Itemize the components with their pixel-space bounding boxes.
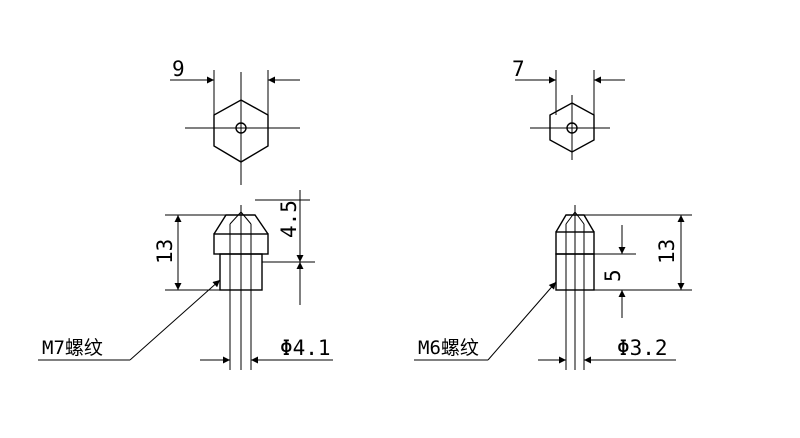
left-nozzle-top-view: 9 <box>170 57 300 185</box>
right-hex-width-label: 7 <box>512 57 525 81</box>
left-hex-width-label: 9 <box>172 57 185 81</box>
left-tip-label: 4.5 <box>277 200 301 238</box>
right-nozzle-side-view: 5 13 Φ3.2 M6螺纹 <box>414 205 692 370</box>
left-diameter-label: Φ4.1 <box>280 336 331 360</box>
right-nozzle-top-view: 7 <box>512 57 625 160</box>
right-tip-label: 5 <box>601 269 625 282</box>
right-thread-label: M6螺纹 <box>418 337 479 359</box>
left-nozzle-side-view: 13 4.5 Φ4.1 M7螺纹 <box>38 190 333 370</box>
left-thread-label: M7螺纹 <box>42 337 103 359</box>
right-diameter-label: Φ3.2 <box>617 336 668 360</box>
right-height-label: 13 <box>655 239 679 264</box>
left-height-label: 13 <box>153 239 177 264</box>
